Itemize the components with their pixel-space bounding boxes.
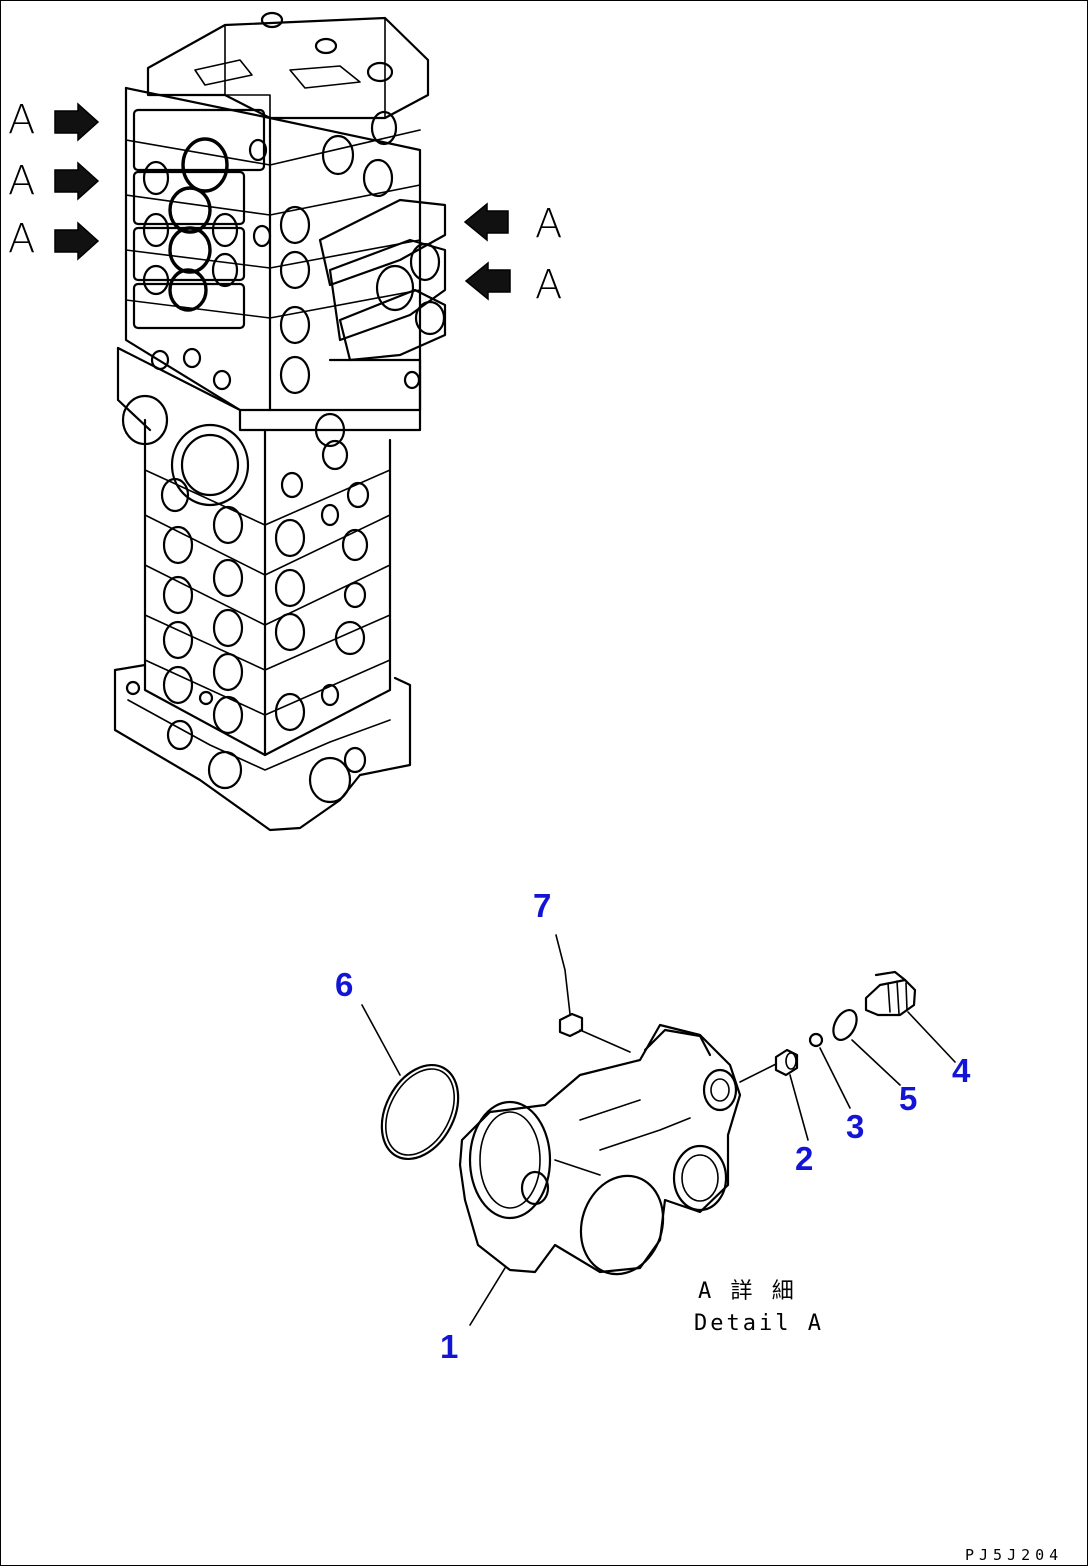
leader-7 (555, 934, 571, 1015)
leader-6 (361, 1004, 401, 1076)
view-label-a: A (535, 201, 562, 247)
view-label-a: A (535, 262, 562, 308)
detail-caption-jp: A 詳 細 (698, 1279, 797, 1304)
leader-1 (469, 1267, 506, 1326)
view-label-a: A (8, 97, 35, 143)
leader-lines (361, 934, 956, 1326)
part-6-o-ring (380, 1063, 460, 1161)
leader-2 (789, 1074, 809, 1141)
view-arrow-left-1 (54, 102, 100, 142)
callout-7: 7 (533, 887, 551, 924)
part-1-valve-body (458, 1023, 742, 1276)
view-arrow-left-2 (54, 161, 100, 201)
view-arrow-right-2 (464, 261, 511, 301)
view-arrow-left-3 (54, 221, 100, 261)
part-3-ball (808, 1032, 824, 1048)
view-a-arrows (54, 102, 511, 301)
callout-1: 1 (440, 1328, 458, 1365)
callout-5: 5 (899, 1080, 917, 1117)
part-7-plug (558, 1012, 631, 1053)
callout-6: 6 (335, 966, 353, 1003)
callout-4: 4 (952, 1052, 971, 1089)
part-4-plug (864, 970, 917, 1017)
callout-2: 2 (795, 1140, 813, 1177)
view-arrow-right-1 (463, 202, 509, 242)
leader-3 (819, 1047, 851, 1109)
view-label-a: A (8, 216, 35, 262)
part-5-o-ring (832, 1009, 858, 1041)
part-2-spool (739, 1048, 799, 1083)
leader-4 (907, 1011, 956, 1063)
control-valve-assembly (113, 11, 447, 832)
drawing-code: PJ5J204 (965, 1546, 1063, 1564)
leader-5 (851, 1039, 901, 1086)
callout-3: 3 (846, 1108, 864, 1145)
view-label-a: A (8, 158, 35, 204)
detail-caption-en: Detail A (694, 1311, 824, 1336)
